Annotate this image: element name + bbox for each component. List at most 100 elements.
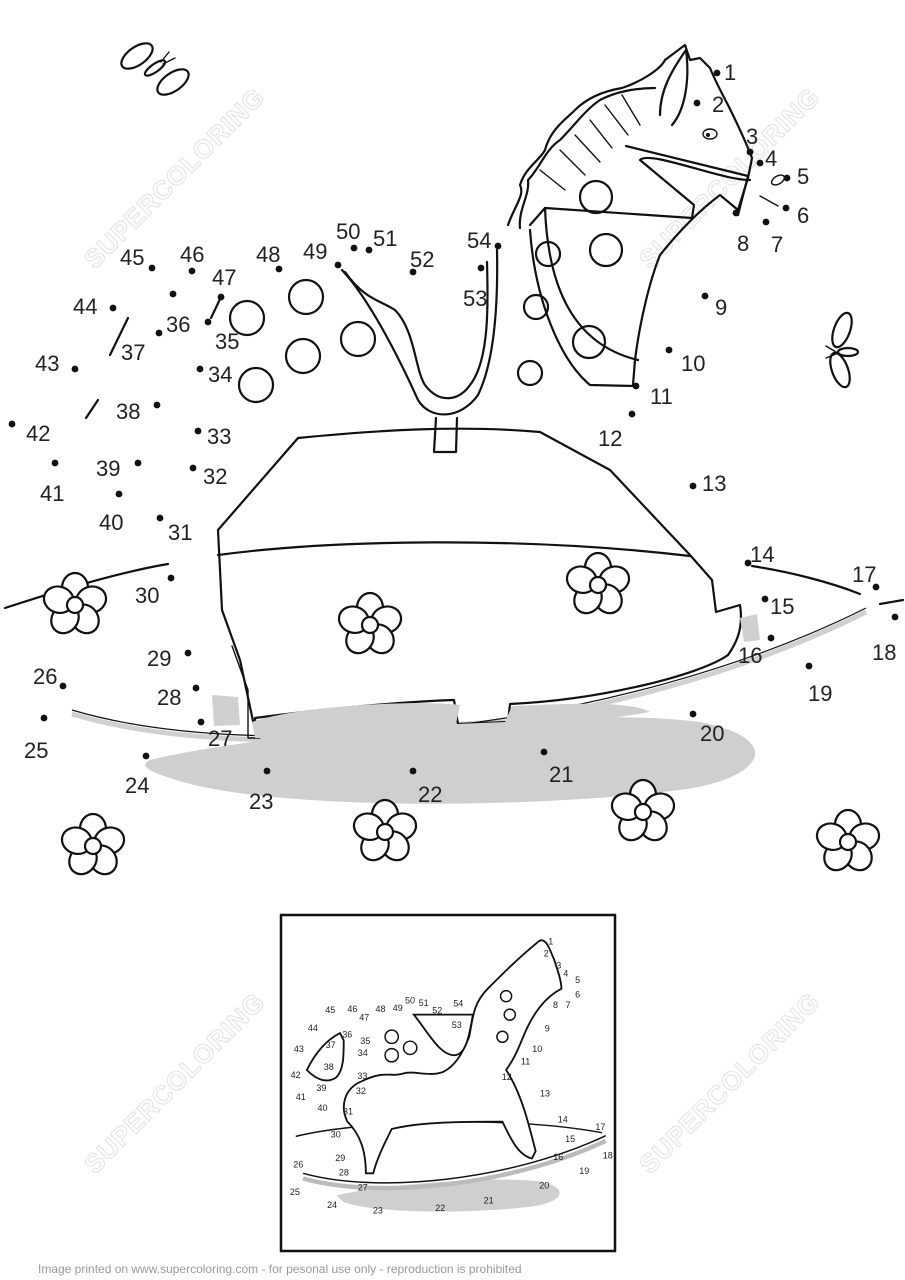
tail-stroke-3 — [209, 295, 223, 320]
dot-15 — [761, 595, 769, 603]
reference-label-35: 35 — [360, 1036, 370, 1046]
ground-line-right — [750, 564, 862, 596]
dot-54 — [494, 242, 502, 250]
body-spots — [228, 278, 377, 404]
reference-label-18: 18 — [603, 1151, 613, 1161]
dot-51 — [365, 246, 373, 254]
reference-label-11: 11 — [521, 1056, 530, 1066]
reference-label-21: 21 — [484, 1196, 494, 1206]
dot-16 — [767, 634, 775, 642]
reference-label-17: 17 — [595, 1122, 605, 1132]
reference-label-3: 3 — [556, 960, 561, 970]
dot-label-26: 26 — [33, 664, 57, 689]
reference-label-15: 15 — [565, 1134, 575, 1144]
dot-label-8: 8 — [737, 231, 749, 256]
dot-44 — [109, 304, 117, 312]
dot-label-13: 13 — [702, 471, 726, 496]
dot-40 — [115, 490, 123, 498]
dot-label-30: 30 — [135, 583, 159, 608]
dot-12 — [628, 410, 636, 418]
dot-label-29: 29 — [147, 646, 171, 671]
dot-29 — [184, 649, 192, 657]
horse-eye-icon — [702, 128, 718, 140]
reference-label-48: 48 — [376, 1004, 386, 1014]
reference-label-20: 20 — [539, 1181, 549, 1191]
dot-7 — [762, 218, 770, 226]
reference-label-6: 6 — [575, 989, 580, 999]
flower-icon — [352, 798, 418, 862]
reference-label-38: 38 — [324, 1062, 334, 1072]
dot-28 — [192, 684, 200, 692]
reference-label-14: 14 — [558, 1115, 568, 1125]
reference-label-44: 44 — [308, 1023, 318, 1033]
dot-label-27: 27 — [208, 726, 232, 751]
dot-1 — [713, 69, 721, 77]
reference-label-54: 54 — [453, 999, 463, 1009]
dot-label-37: 37 — [121, 340, 145, 365]
reference-label-42: 42 — [291, 1070, 301, 1080]
reference-label-34: 34 — [358, 1048, 368, 1058]
dot-label-9: 9 — [715, 295, 727, 320]
dot-34 — [196, 365, 204, 373]
dot-27 — [197, 718, 205, 726]
reference-label-50: 50 — [405, 995, 415, 1005]
dot-label-48: 48 — [256, 242, 280, 267]
dot-label-6: 6 — [797, 203, 809, 228]
dot-label-24: 24 — [125, 773, 149, 798]
reference-label-25: 25 — [290, 1187, 300, 1197]
horse-ear — [658, 48, 689, 127]
dot-label-53: 53 — [463, 286, 487, 311]
left-leg-stub — [231, 645, 261, 739]
dot-label-45: 45 — [120, 245, 144, 270]
reference-picture — [295, 939, 607, 1212]
dot-46 — [188, 267, 196, 275]
dot-21 — [540, 748, 548, 756]
reference-label-46: 46 — [347, 1004, 357, 1014]
dot-41 — [51, 459, 59, 467]
dot-label-5: 5 — [797, 164, 809, 189]
dot-14 — [744, 559, 752, 567]
dot-52 — [409, 268, 417, 276]
reference-label-22: 22 — [435, 1203, 445, 1213]
dot-24 — [142, 752, 150, 760]
ground-line-far-right — [878, 598, 905, 606]
reference-label-9: 9 — [545, 1023, 550, 1033]
reference-label-23: 23 — [373, 1206, 383, 1216]
dot-label-38: 38 — [116, 399, 140, 424]
ground-line-left — [3, 562, 170, 610]
dot-label-35: 35 — [215, 329, 239, 354]
dot-label-12: 12 — [598, 426, 622, 451]
reference-label-1: 1 — [548, 937, 553, 947]
dot-31 — [156, 514, 164, 522]
dot-label-17: 17 — [852, 562, 876, 587]
reference-label-31: 31 — [343, 1106, 353, 1116]
dot-label-3: 3 — [746, 124, 758, 149]
reference-label-49: 49 — [393, 1003, 403, 1013]
dot-label-34: 34 — [208, 362, 232, 387]
dot-label-54: 54 — [467, 228, 491, 253]
reference-label-7: 7 — [566, 1000, 571, 1010]
reference-label-41: 41 — [296, 1092, 306, 1102]
dot-label-16: 16 — [738, 643, 762, 668]
dot-label-23: 23 — [249, 789, 273, 814]
dot-label-7: 7 — [771, 232, 783, 257]
flower-icon — [60, 812, 126, 876]
flower-icon — [337, 591, 403, 655]
dot-label-2: 2 — [712, 92, 724, 117]
dot-4 — [756, 159, 764, 167]
dot-37 — [155, 329, 163, 337]
reference-label-43: 43 — [294, 1044, 304, 1054]
dot-22 — [409, 767, 417, 775]
dot-11 — [632, 382, 640, 390]
dot-label-19: 19 — [808, 681, 832, 706]
dot-26 — [59, 682, 67, 690]
dot-36 — [169, 290, 177, 298]
saddle-post — [432, 416, 459, 454]
dot-6 — [782, 204, 790, 212]
footer-notice: Image printed on www.supercoloring.com -… — [38, 1262, 522, 1276]
dot-17 — [872, 583, 880, 591]
butterfly-icon — [120, 42, 190, 96]
dot-label-11: 11 — [650, 384, 673, 409]
reference-label-2: 2 — [544, 948, 549, 958]
horse-head-outline — [506, 43, 754, 387]
